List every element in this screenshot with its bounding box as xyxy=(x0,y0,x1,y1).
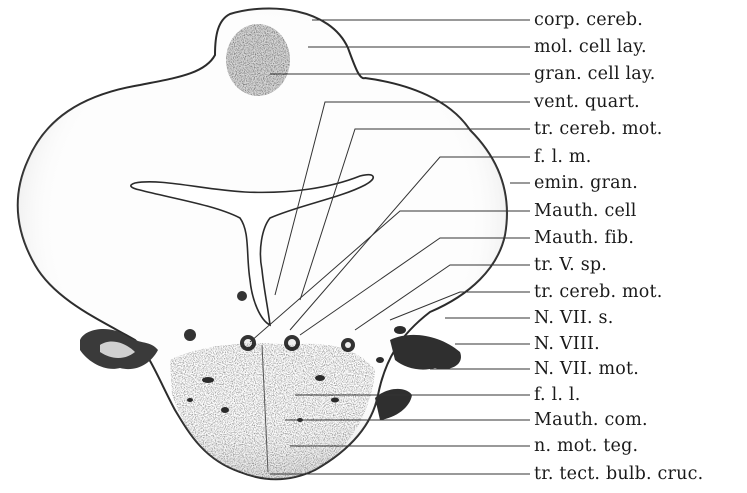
label-n-vii-s: N. VII. s. xyxy=(534,308,613,328)
label-mauth-cell: Mauth. cell xyxy=(534,201,637,221)
label-mauth-com: Mauth. com. xyxy=(534,410,648,430)
label-n-vii-mot: N. VII. mot. xyxy=(534,359,639,379)
label-f-l-l: f. l. l. xyxy=(534,385,580,405)
label-tr-cereb-mot-1: tr. cereb. mot. xyxy=(534,119,663,139)
label-tr-v-sp: tr. V. sp. xyxy=(534,255,607,275)
label-mauth-fib: Mauth. fib. xyxy=(534,228,634,248)
label-n-mot-teg: n. mot. teg. xyxy=(534,436,638,456)
label-vent-quart: vent. quart. xyxy=(534,92,640,112)
label-tr-tect-bulb-cruc: tr. tect. bulb. cruc. xyxy=(534,464,703,484)
label-n-viii: N. VIII. xyxy=(534,334,600,354)
label-f-l-m: f. l. m. xyxy=(534,147,591,167)
tegmentum-region xyxy=(170,343,375,479)
left-dark-spot xyxy=(184,329,196,341)
label-emin-gran: emin. gran. xyxy=(534,173,638,193)
lateral-dot-left xyxy=(237,291,247,301)
right-lower-nerve xyxy=(375,389,412,420)
label-mol-cell-lay: mol. cell lay. xyxy=(534,37,647,57)
right-nerve-root xyxy=(390,335,461,370)
label-tr-cereb-mot-2: tr. cereb. mot. xyxy=(534,282,663,302)
label-corp-cereb: corp. cereb. xyxy=(534,10,643,30)
label-gran-cell-lay: gran. cell lay. xyxy=(534,64,655,84)
